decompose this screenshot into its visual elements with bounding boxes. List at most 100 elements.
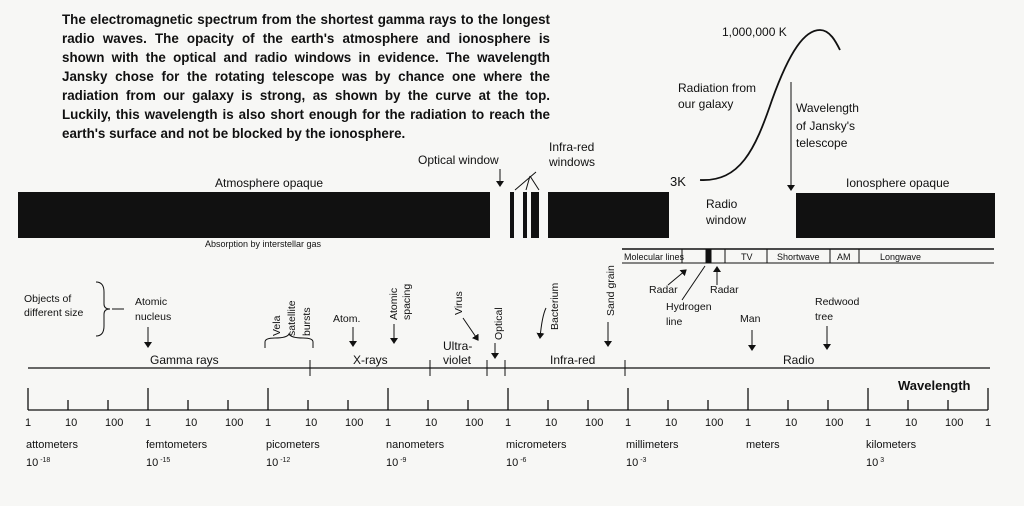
- 3k-label: 3K: [670, 174, 686, 189]
- atomic-spacing-label: Atomic: [388, 288, 400, 320]
- atmosphere-opaque-label: Atmosphere opaque: [215, 176, 323, 190]
- arrow: [667, 269, 687, 286]
- ionosphere-opaque-bar: [796, 193, 995, 238]
- ir-window-bar: [531, 192, 539, 238]
- optical-label: Optical: [493, 307, 505, 340]
- unit-name: millimeters: [626, 439, 679, 451]
- axis-tick-label: 100: [345, 417, 363, 429]
- axis-tick-label: 100: [225, 417, 243, 429]
- unit-name: femtometers: [146, 439, 208, 451]
- infrared-windows-label: windows: [548, 155, 595, 169]
- axis-tick-label: 1: [145, 417, 151, 429]
- axis-tick-label: 10: [185, 417, 197, 429]
- man-label: Man: [740, 313, 761, 325]
- axis-tick-label: 10: [65, 417, 77, 429]
- caption-text: The electromagnetic spectrum from the sh…: [62, 12, 550, 141]
- unit-exponent: 10 -3: [626, 457, 647, 469]
- million-k-label: 1,000,000 K: [722, 25, 787, 39]
- band-molecular-lines: Molecular lines: [624, 252, 685, 262]
- vela-label: bursts: [301, 307, 313, 336]
- band-tv: TV: [741, 252, 753, 262]
- absorption-label: Absorption by interstellar gas: [205, 239, 322, 249]
- bacterium-label: Bacterium: [549, 282, 561, 330]
- unit-exponent: 10 3: [866, 457, 884, 469]
- axis-tick-label: 10: [785, 417, 797, 429]
- ir-window-bar: [510, 192, 514, 238]
- hydrogen-line-label: line: [666, 316, 683, 328]
- unit-name: picometers: [266, 439, 320, 451]
- wavelength-axis: 1 10 100 1 10 100 1 10 100 1 10 100 1 10 100 1 10 100 1 10 1…: [25, 388, 991, 469]
- axis-tick-label: 1: [865, 417, 871, 429]
- vela-label: satellite: [286, 300, 298, 336]
- axis-tick-label: 100: [465, 417, 483, 429]
- band-longwave: Longwave: [880, 252, 921, 262]
- axis-tick-label: 10: [665, 417, 677, 429]
- vela-label: Vela: [271, 315, 283, 336]
- unit-exponent: 10 -15: [146, 457, 170, 469]
- ir-window-bar: [523, 192, 527, 238]
- unit-name: nanometers: [386, 439, 445, 451]
- atom-label: Atom.: [333, 313, 360, 325]
- objects-label: different size: [24, 307, 83, 319]
- atmosphere-opaque-bar: [548, 192, 669, 238]
- galaxy-radiation-curve: [699, 29, 841, 181]
- arrow: [514, 171, 540, 191]
- region-ultraviolet: Ultra-: [443, 339, 472, 353]
- axis-tick-label: 1: [265, 417, 271, 429]
- axis-tick-label: 10: [545, 417, 557, 429]
- atomic-spacing-label: spacing: [401, 284, 413, 320]
- radio-bands-table: [622, 248, 994, 264]
- axis-tick-label: 10: [305, 417, 317, 429]
- axis-tick-label: 1: [745, 417, 751, 429]
- sand-grain-label: Sand grain: [605, 265, 617, 316]
- axis-tick-label: 1: [625, 417, 631, 429]
- jansky-label: telescope: [796, 136, 848, 150]
- unit-exponent: 10 -6: [506, 457, 527, 469]
- objects-label: Objects of: [24, 293, 71, 305]
- galaxy-label: Radiation from: [678, 81, 756, 95]
- axis-tick-label: 10: [425, 417, 437, 429]
- arrow: [462, 317, 479, 341]
- axis-tick-label: 10: [905, 417, 917, 429]
- radar-label: Radar: [710, 284, 739, 296]
- vela-brace: [264, 332, 314, 348]
- unit-exponent: 10 -9: [386, 457, 407, 469]
- ionosphere-opaque-label: Ionosphere opaque: [846, 176, 950, 190]
- unit-name: micrometers: [506, 439, 567, 451]
- atomic-nucleus-label: Atomic: [135, 296, 167, 308]
- axis-tick-label: 100: [705, 417, 723, 429]
- region-gamma-rays: Gamma rays: [150, 353, 219, 367]
- axis-tick-label: 100: [105, 417, 123, 429]
- region-ultraviolet: violet: [443, 353, 472, 367]
- radio-window-label: Radio: [706, 197, 738, 211]
- redwood-label: tree: [815, 311, 833, 323]
- axis-tick-label: 1: [505, 417, 511, 429]
- redwood-label: Redwood: [815, 296, 860, 308]
- infrared-windows-label: Infra-red: [549, 140, 594, 154]
- axis-tick-label: 100: [825, 417, 843, 429]
- axis-title: Wavelength: [898, 378, 971, 393]
- axis-tick-label: 1: [985, 417, 991, 429]
- unit-name: meters: [746, 439, 780, 451]
- unit-name: kilometers: [866, 439, 917, 451]
- virus-label: Virus: [453, 291, 465, 315]
- galaxy-label: our galaxy: [678, 97, 733, 111]
- axis-tick-label: 1: [25, 417, 31, 429]
- axis-tick-label: 100: [945, 417, 963, 429]
- region-x-rays: X-rays: [353, 353, 388, 367]
- unit-name: attometers: [26, 439, 78, 451]
- jansky-label: Wavelength: [796, 101, 859, 115]
- axis-tick-label: 1: [385, 417, 391, 429]
- arrow: [536, 307, 547, 339]
- hydrogen-line-label: Hydrogen: [666, 301, 712, 313]
- region-boundaries: [309, 360, 626, 376]
- optical-window-label: Optical window: [418, 153, 499, 167]
- radar-label: Radar: [649, 284, 678, 296]
- atomic-nucleus-label: nucleus: [135, 311, 171, 323]
- arrow: [681, 265, 706, 301]
- band-shortwave: Shortwave: [777, 252, 820, 262]
- unit-exponent: 10 -12: [266, 457, 290, 469]
- atmosphere-opaque-bar: [18, 192, 490, 238]
